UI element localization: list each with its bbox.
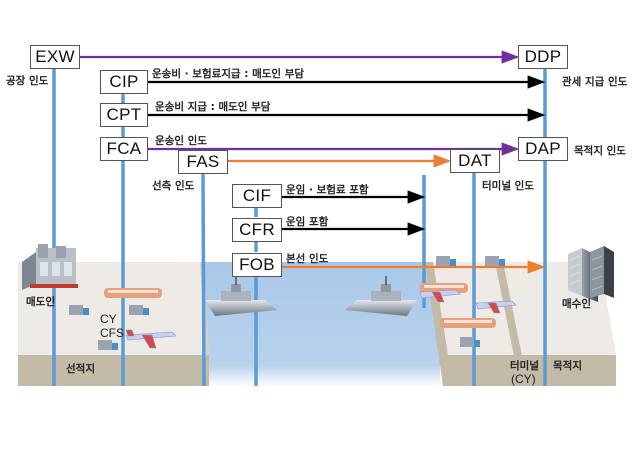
- airplane-icon: [125, 289, 517, 349]
- fca-arrow-label: 운송인 인도: [155, 135, 207, 147]
- truck-icon: [69, 256, 505, 350]
- dat-delivery-label: 터미널 인도: [482, 180, 534, 192]
- ddp-box: DDP: [518, 45, 568, 69]
- fas-box: FAS: [178, 150, 228, 174]
- seller-label: 매도인: [26, 296, 55, 308]
- cif-box: CIF: [232, 184, 282, 208]
- ship-icon: [205, 276, 277, 316]
- dap-box: DAP: [518, 137, 568, 161]
- terminal-cy-label: (CY): [511, 372, 536, 386]
- ship-icon: [345, 276, 417, 316]
- destination-label: 목적지: [553, 360, 582, 372]
- fas-line: [201, 172, 206, 387]
- cpt-box: CPT: [100, 103, 148, 127]
- cost-arrows: [80, 50, 546, 274]
- cfs-label: CFS: [100, 326, 124, 340]
- office-building-icon: [568, 246, 614, 302]
- dap-delivery-label: 목적지 인도: [574, 145, 626, 157]
- fca-box: FCA: [100, 137, 148, 161]
- cy-label: CY: [100, 312, 117, 326]
- fob-arrow-label: 본선 인도: [286, 253, 329, 265]
- fas-delivery-label: 선측 인도: [152, 180, 195, 192]
- cif-arrow-label: 운임 · 보험료 포함: [286, 184, 369, 196]
- cpt-arrow-label: 운송비 지급 : 매도인 부담: [155, 101, 271, 113]
- cfr-box: CFR: [232, 218, 282, 242]
- exw-delivery-label: 공장 인도: [6, 75, 49, 87]
- cip-box: CIP: [100, 70, 148, 94]
- buyer-label: 매수인: [562, 298, 591, 310]
- sea-area: [200, 262, 440, 387]
- cfr-arrow-label: 운임 포함: [286, 216, 329, 228]
- delivery-point-lines: [52, 68, 547, 387]
- cip-arrow-label: 운송비 · 보험료지급 : 매도인 부담: [152, 68, 305, 80]
- dat-box: DAT: [450, 149, 500, 173]
- factory-icon: [22, 244, 78, 290]
- exw-box: EXW: [30, 45, 80, 69]
- terminal-label: 터미널: [510, 360, 539, 372]
- fob-box: FOB: [232, 253, 282, 277]
- ddp-delivery-label: 관세 지급 인도: [562, 76, 628, 88]
- loading-port-label: 선적지: [66, 363, 95, 375]
